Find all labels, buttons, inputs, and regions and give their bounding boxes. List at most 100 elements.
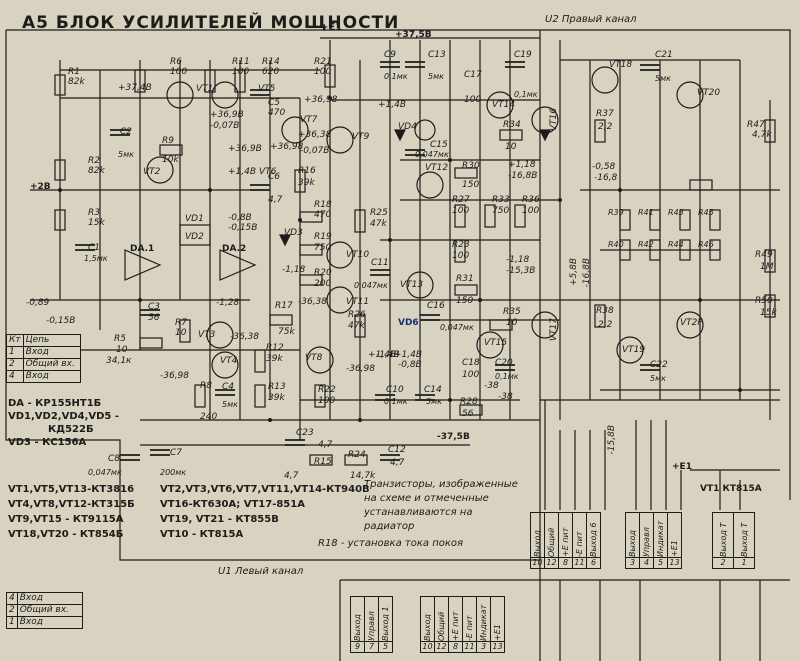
comp-id: C6 <box>268 172 281 182</box>
comp-id: R1 <box>68 67 80 77</box>
comp-id: R28 <box>460 397 478 407</box>
comp-val: 47k <box>370 219 387 229</box>
comp-val: 750 <box>314 243 332 253</box>
voltage-label: 34,1к <box>106 356 132 366</box>
right-channel-label: U2 Правый канал <box>545 14 637 25</box>
comp-val: 100 <box>452 206 470 216</box>
comp-id: C23 <box>296 428 314 438</box>
comp-id: R35 <box>503 307 521 317</box>
bom-line: DA - КР155НТ1Б <box>8 398 102 409</box>
rail-label: +37,5В <box>395 30 432 40</box>
comp-id: R11 <box>232 57 250 67</box>
voltage-label: -16,8 <box>594 173 618 183</box>
schematic-title: А5 БЛОК УСИЛИТЕЛЕЙ МОЩНОСТИ <box>22 13 400 33</box>
transistor-label: VT7 <box>300 115 318 125</box>
comp-id: C2 <box>120 127 133 137</box>
comp-val: 15k <box>88 218 105 228</box>
comp-id: C20 <box>495 358 513 368</box>
bom-line: VD3 - КС156А <box>8 437 87 448</box>
comp-id: R24 <box>348 450 366 460</box>
comp-id: C16 <box>427 301 445 311</box>
comp-val: 5мк <box>118 150 134 159</box>
comp-val: 4,7 <box>284 471 299 481</box>
voltage-label: -1,18 <box>506 255 530 265</box>
comp-val: 10 <box>505 142 517 152</box>
comp-id: C10 <box>386 385 404 395</box>
comp-id: R26 <box>348 310 366 320</box>
transistor-label: VT12 <box>425 163 449 173</box>
comp-val: 56 <box>462 409 474 419</box>
voltage-label: -38 <box>484 381 499 391</box>
comp-id: R38 <box>596 306 614 316</box>
comp-val: 750 <box>492 206 510 216</box>
transistor-label: VT19 <box>622 345 646 355</box>
comp-id: C5 <box>268 98 281 108</box>
comp-id: C13 <box>428 50 446 60</box>
comp-id: R33 <box>492 195 510 205</box>
transistor-label: VT14 <box>492 100 516 110</box>
voltage-label: -0,8В <box>228 213 252 223</box>
table-header: Кт <box>6 334 24 347</box>
bom-line: VT19, VT21 - КТ855В <box>160 514 279 525</box>
transistor-label: VT16 <box>549 108 559 132</box>
comp-id: R6 <box>170 57 182 67</box>
voltage-label: -36,98 <box>160 371 190 381</box>
comp-val: 10 <box>116 345 128 355</box>
voltage-label: +5,8В <box>569 258 579 287</box>
comp-val: 0,047мк <box>88 468 122 477</box>
comp-id: C7 <box>170 448 183 458</box>
comp-id: R12 <box>266 343 284 353</box>
comp-val: 0,047мк <box>415 150 449 159</box>
comp-val: 39k <box>268 393 285 403</box>
comp-val: 100 <box>452 251 470 261</box>
comp-val: 200 <box>314 279 332 289</box>
bom-line: VT16-КТ630А; VT17-851А <box>160 499 305 510</box>
comp-val: 100 <box>232 67 250 77</box>
comp-id: R20 <box>314 268 332 278</box>
comp-id: C12 <box>388 445 406 455</box>
bom-line: VT18,VT20 - КТ854Б <box>8 529 124 540</box>
voltage-label: +37,4В <box>118 83 152 93</box>
comp-val: 4,7 <box>390 458 405 468</box>
bom-line: VT2,VT3,VT6,VT7,VT11,VT14-КТ940В <box>160 484 370 495</box>
transistor-label: VT8 <box>305 353 323 363</box>
comp-val: 4,7k <box>752 130 772 140</box>
voltage-label: -1,4В <box>376 350 400 360</box>
bank-resistor: R45 <box>698 208 714 217</box>
bom-line: VT10 - КТ815А <box>160 529 244 540</box>
bank-resistor: R42 <box>638 240 654 249</box>
comp-id: C4 <box>222 382 235 392</box>
heatsink-note: Транзисторы, изображенные на схеме и отм… <box>364 479 518 532</box>
bank-resistor: R43 <box>668 208 684 217</box>
bom-line: VT9,VT15 - КТ9115А <box>8 514 124 525</box>
comp-val: 10k <box>162 155 179 165</box>
transistor-label: VT18 <box>609 60 633 70</box>
comp-id: R2 <box>88 156 100 166</box>
comp-val: 0,1мк <box>514 90 538 99</box>
comp-id: C14 <box>424 385 442 395</box>
voltage-label: -0,89 <box>26 298 50 308</box>
voltage-label: -0,07В <box>210 121 240 131</box>
comp-id: C1 <box>88 243 101 253</box>
comp-id: R37 <box>596 109 614 119</box>
comp-id: R31 <box>456 274 474 284</box>
comp-id: R9 <box>162 136 174 146</box>
voltage-label: +36,9В <box>210 110 244 120</box>
comp-id: C8 <box>108 454 121 464</box>
